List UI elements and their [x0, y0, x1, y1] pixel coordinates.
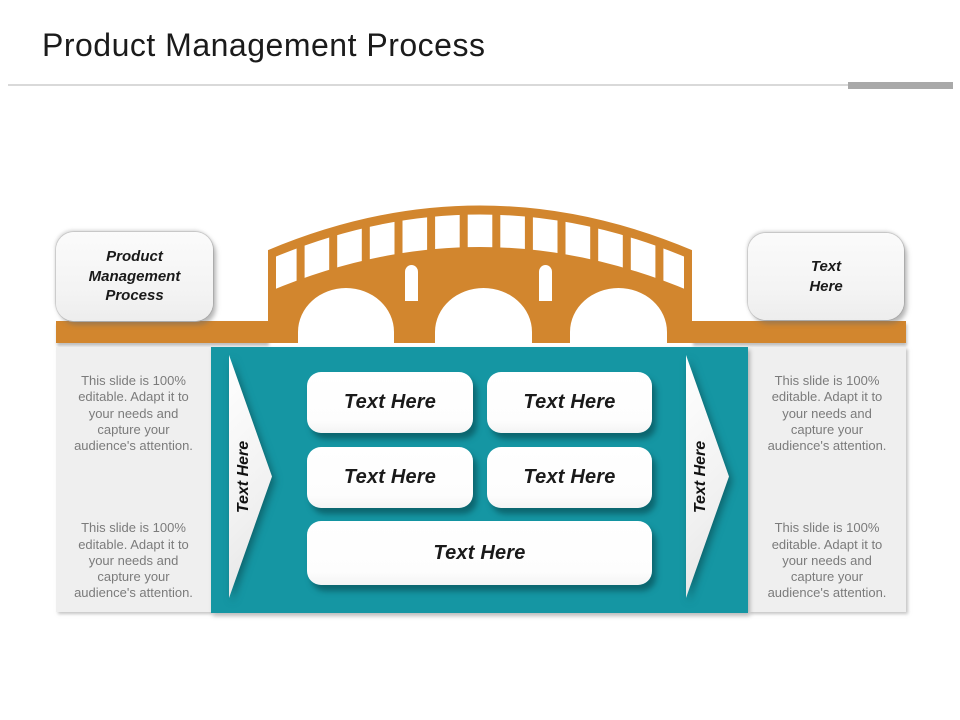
text-box-row1-col2[interactable]: Text Here	[487, 372, 652, 433]
text-box-row2-col2[interactable]: Text Here	[487, 447, 652, 508]
bridge-road-bar-right	[692, 321, 906, 343]
header-divider-accent	[848, 82, 953, 89]
left-description-panel: This slide is 100% editable. Adapt it to…	[56, 347, 211, 612]
arch-bridge-icon	[268, 205, 692, 343]
text-box-row2-col1[interactable]: Text Here	[307, 447, 473, 508]
header-divider	[8, 84, 848, 86]
page-title: Product Management Process	[42, 27, 486, 63]
right-text-card-label: Text Here	[809, 258, 843, 295]
right-text-card[interactable]: Text Here	[748, 233, 904, 320]
left-process-card-label: Product Management Process	[88, 248, 181, 305]
process-diagram-panel: Text Here Text Here Text Here Text Here …	[211, 347, 748, 613]
right-arrow-shape	[686, 355, 729, 598]
bridge-road-bar-left	[56, 321, 268, 343]
right-description-panel: This slide is 100% editable. Adapt it to…	[748, 347, 906, 612]
right-arrow[interactable]: Text Here	[686, 355, 729, 598]
right-panel-paragraph-1: This slide is 100% editable. Adapt it to…	[767, 373, 887, 453]
left-arrow[interactable]: Text Here	[229, 355, 272, 598]
right-panel-paragraph-2: This slide is 100% editable. Adapt it to…	[767, 520, 887, 601]
text-box-row1-col1[interactable]: Text Here	[307, 372, 473, 433]
text-box-bottom-wide[interactable]: Text Here	[307, 521, 652, 585]
left-arrow-shape	[229, 355, 272, 598]
left-panel-paragraph-2: This slide is 100% editable. Adapt it to…	[74, 520, 193, 601]
left-panel-paragraph-1: This slide is 100% editable. Adapt it to…	[74, 373, 193, 453]
left-process-card[interactable]: Product Management Process	[56, 232, 213, 321]
